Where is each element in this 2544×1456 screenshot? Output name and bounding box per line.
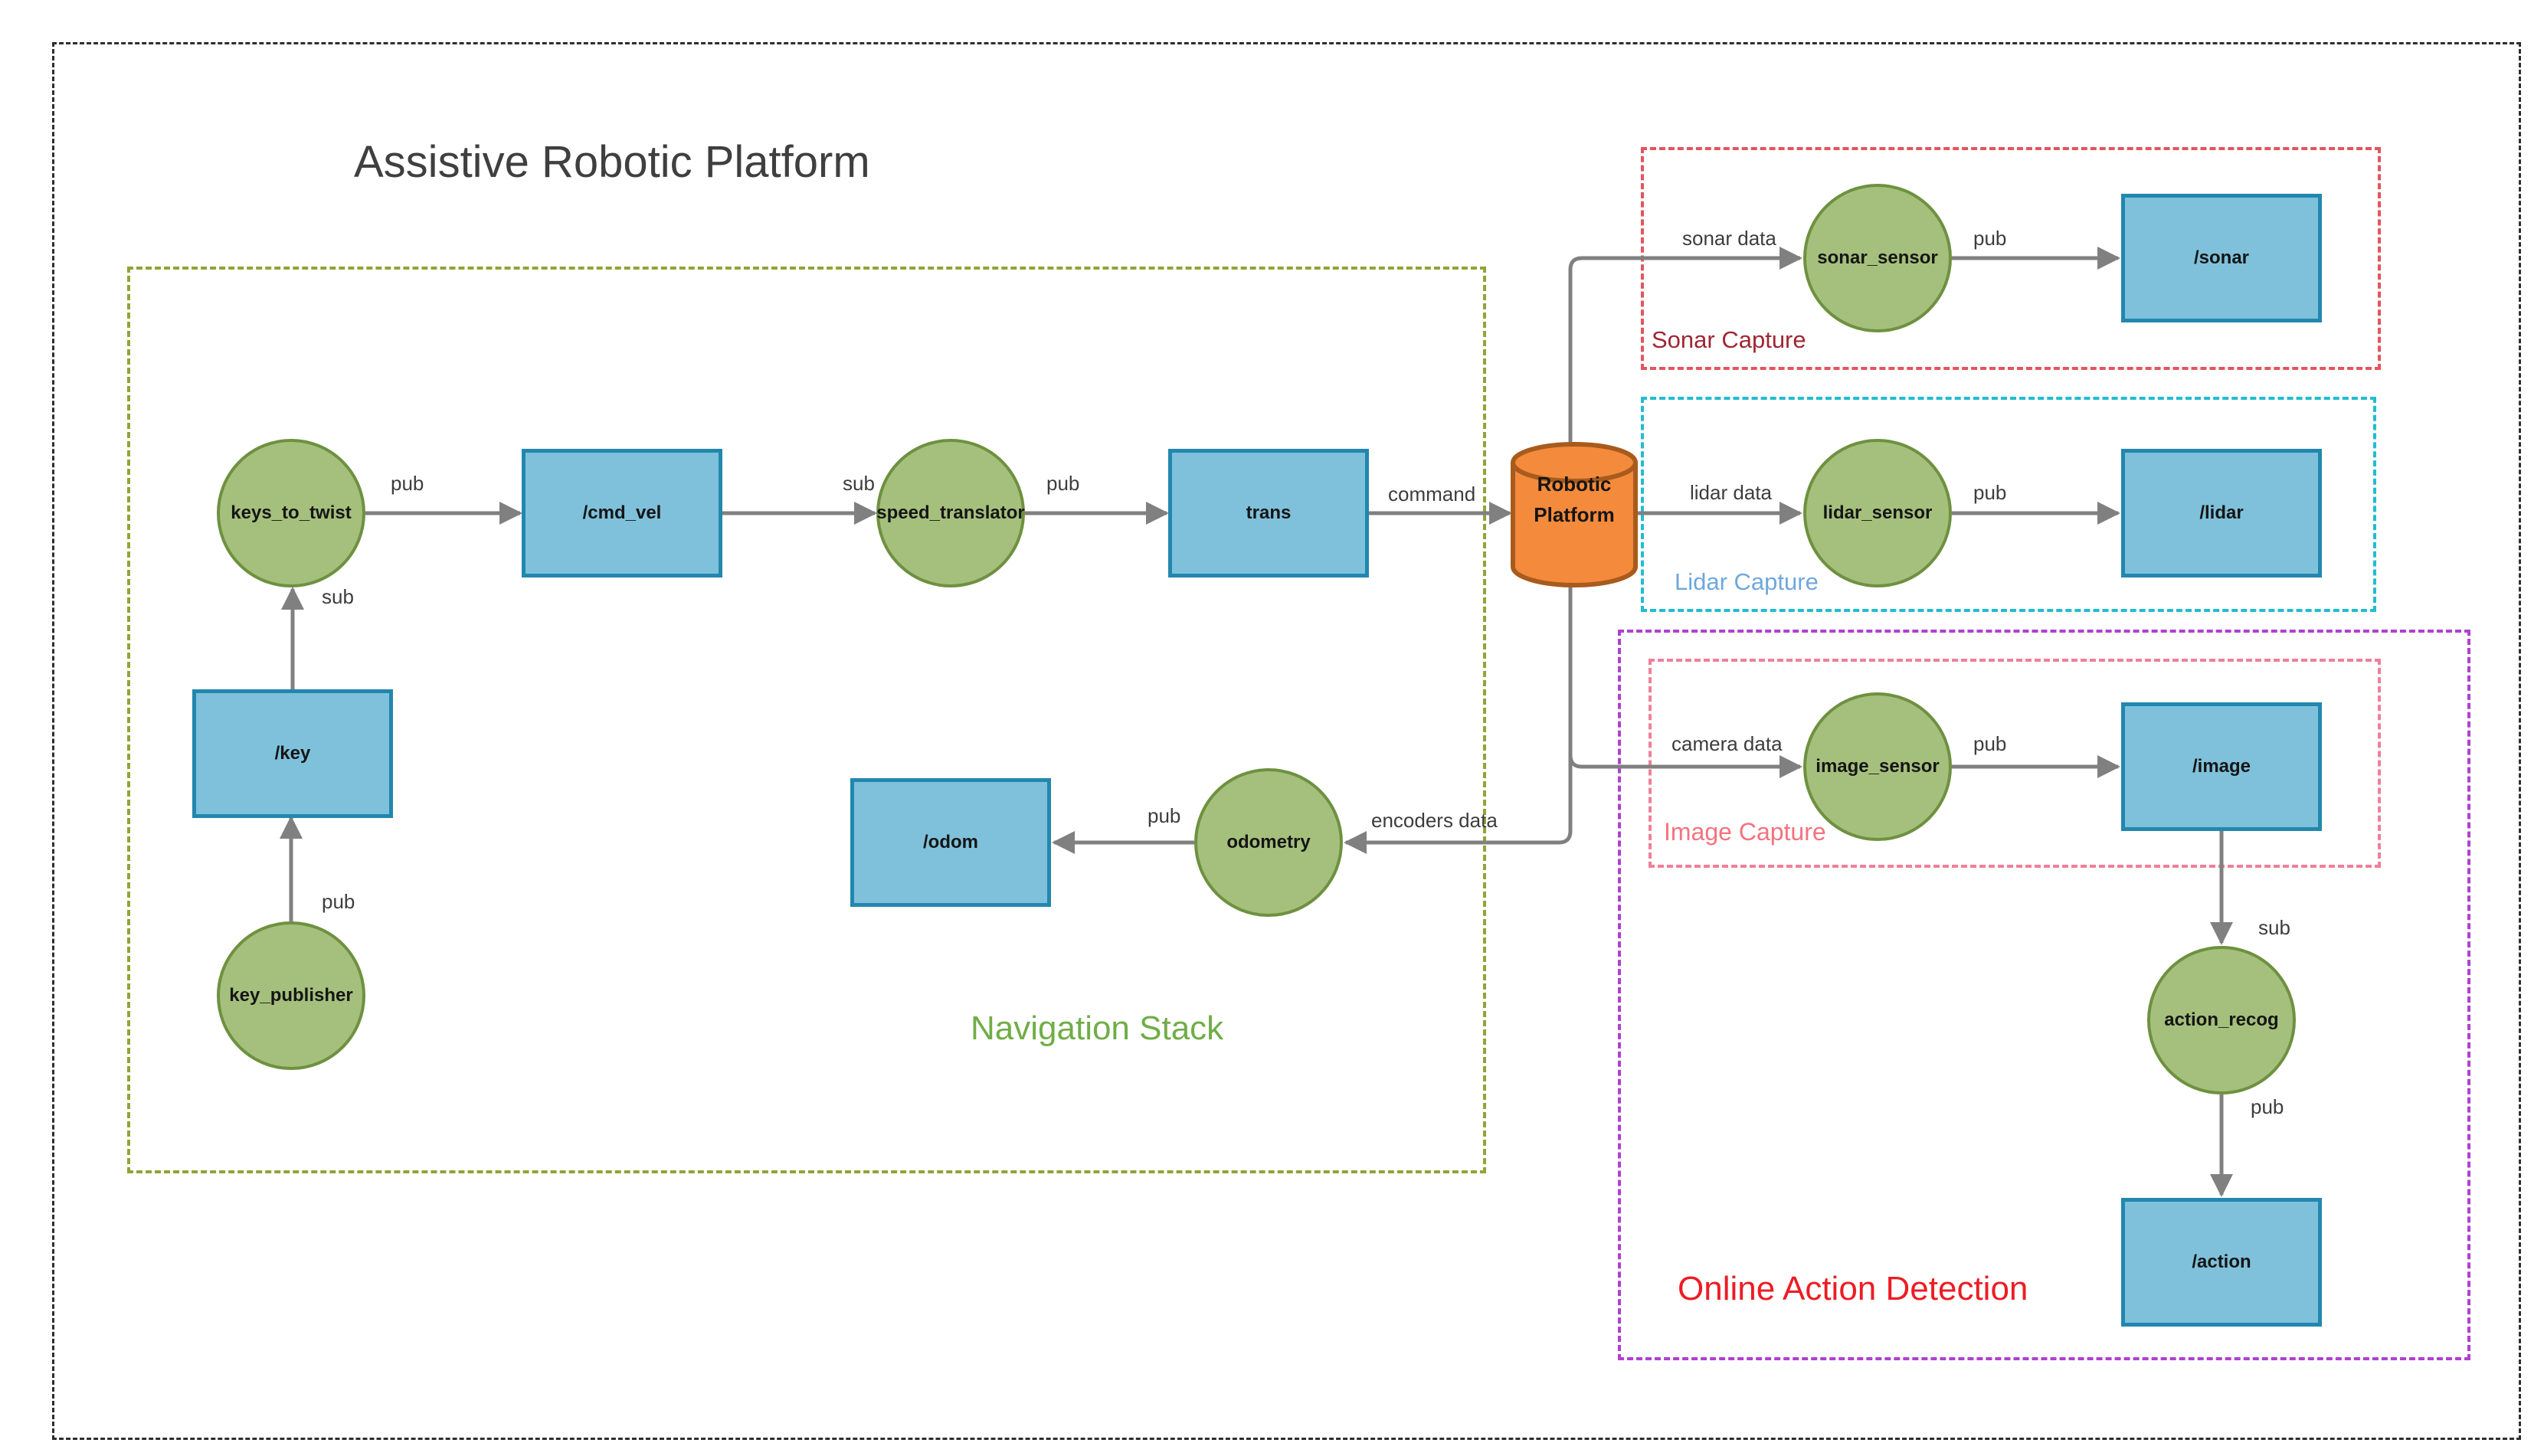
edge-label-pub: pub xyxy=(322,890,355,913)
lidar-capture-label: Lidar Capture xyxy=(1675,568,1819,595)
edge-label-pub: pub xyxy=(1973,227,2007,250)
topic-key: /key xyxy=(192,689,393,818)
edge-label-sub: sub xyxy=(322,585,354,608)
edge-label-pub: pub xyxy=(1046,472,1080,495)
topic-trans: trans xyxy=(1168,449,1369,577)
image-capture-label: Image Capture xyxy=(1664,818,1826,846)
robotic-platform-label-line1: Robotic xyxy=(1537,473,1612,496)
node-keys-to-twist: keys_to_twist xyxy=(217,439,365,587)
navigation-stack-label: Navigation Stack xyxy=(971,1009,1224,1047)
node-odometry: odometry xyxy=(1194,768,1343,917)
edge-label-command: command xyxy=(1388,483,1476,506)
robotic-platform-label: Robotic Platform xyxy=(1505,469,1643,530)
edge-label-sub: sub xyxy=(843,472,875,495)
robotic-platform-cylinder xyxy=(1511,442,1638,587)
edge-label-sub: sub xyxy=(2258,916,2290,939)
node-lidar-sensor: lidar_sensor xyxy=(1803,439,1952,587)
edge-label-sonar-data: sonar data xyxy=(1682,227,1776,250)
node-key-publisher: key_publisher xyxy=(217,921,365,1070)
image-capture-box xyxy=(1649,659,2381,868)
edge-label-lidar-data: lidar data xyxy=(1690,481,1772,504)
edge-label-pub: pub xyxy=(1148,804,1181,827)
online-action-detection-box xyxy=(1618,630,2470,1360)
node-sonar-sensor: sonar_sensor xyxy=(1803,184,1952,332)
lidar-capture-box xyxy=(1641,397,2376,612)
node-image-sensor: image_sensor xyxy=(1803,692,1952,841)
online-action-detection-label: Online Action Detection xyxy=(1678,1270,2028,1307)
edge-label-encoders-data: encoders data xyxy=(1371,809,1498,832)
edge-platform-to-sonar-sensor xyxy=(1568,247,1802,446)
robotic-platform-label-line2: Platform xyxy=(1534,503,1615,526)
topic-sonar: /sonar xyxy=(2121,194,2322,322)
edge-label-pub: pub xyxy=(1973,732,2007,755)
edge-label-pub: pub xyxy=(1973,481,2007,504)
navigation-stack-box xyxy=(127,267,1486,1173)
topic-cmd-vel: /cmd_vel xyxy=(522,449,722,577)
topic-odom: /odom xyxy=(850,778,1051,907)
outer-dotted-border xyxy=(52,42,2521,1440)
diagram-title: Assistive Robotic Platform xyxy=(354,137,870,187)
sonar-capture-label: Sonar Capture xyxy=(1652,326,1806,353)
edge-label-camera-data: camera data xyxy=(1671,732,1783,755)
topic-action: /action xyxy=(2121,1198,2322,1327)
edge-label-pub: pub xyxy=(391,472,424,495)
edge-platform-to-odometry xyxy=(1344,582,1573,854)
node-action-recog: action_recog xyxy=(2147,946,2296,1094)
topic-lidar: /lidar xyxy=(2121,449,2322,577)
node-speed-translator: speed_translator xyxy=(876,439,1025,587)
topic-image: /image xyxy=(2121,702,2322,831)
edge-label-pub: pub xyxy=(2251,1095,2284,1118)
